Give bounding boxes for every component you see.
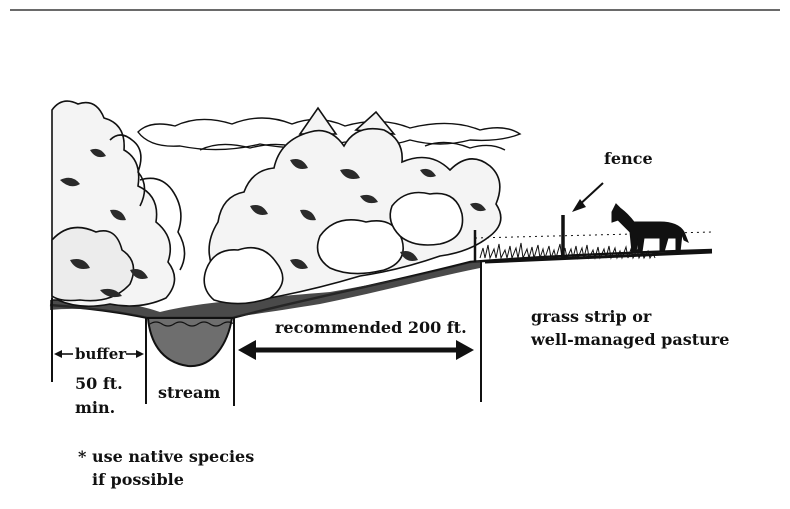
grass-label-line2: well-managed pasture — [530, 330, 729, 349]
horse-icon — [612, 204, 688, 252]
recommended-label: recommended 200 ft. — [275, 318, 467, 337]
fence-pointer-arrow — [572, 183, 603, 212]
note-line1: * use native species — [78, 447, 254, 466]
grass-label-line1: grass strip or — [531, 307, 652, 326]
trees-right-cluster — [204, 108, 501, 304]
trees-left-cluster — [52, 101, 185, 306]
buffer-label: buffer — [75, 345, 127, 363]
recommended-arrow — [238, 340, 474, 360]
stream-label: stream — [158, 383, 220, 402]
note-line2: if possible — [92, 470, 184, 489]
buffer-min-line1: 50 ft. — [75, 374, 123, 393]
buffer-min-line2: min. — [75, 398, 115, 417]
fence-label: fence — [604, 149, 653, 168]
stream-channel — [148, 318, 234, 366]
